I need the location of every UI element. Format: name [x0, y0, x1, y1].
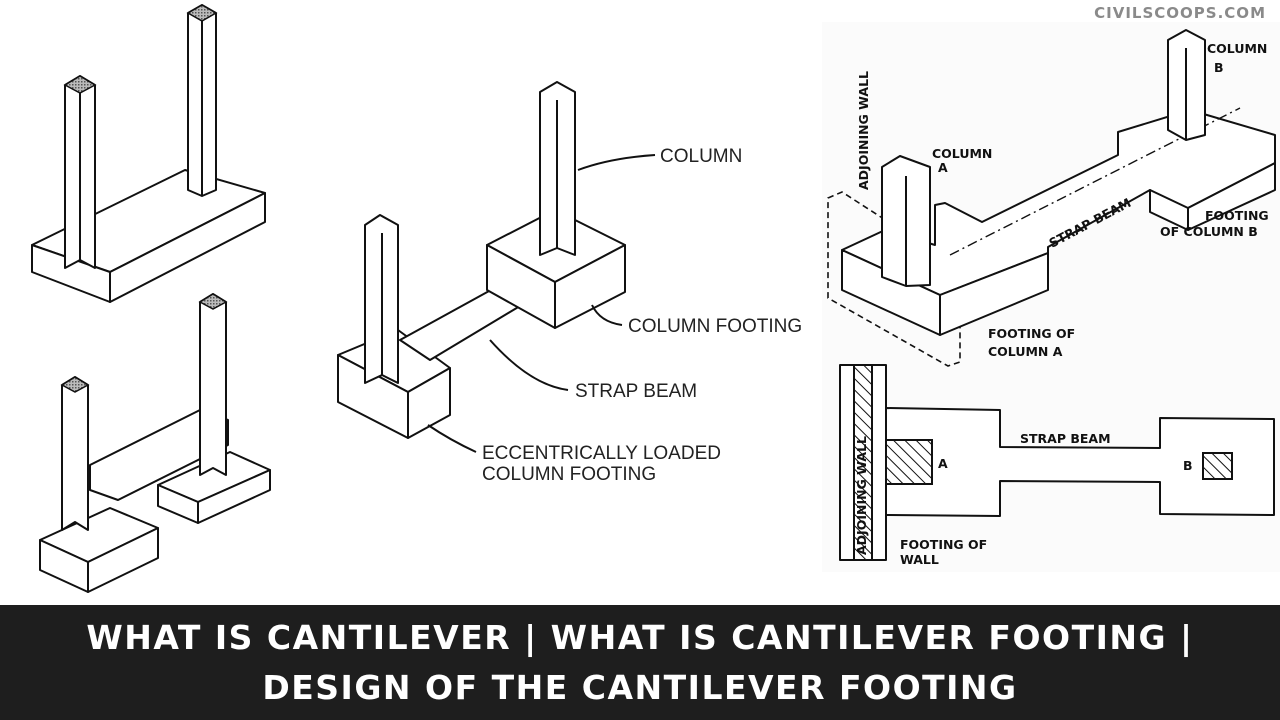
footing-illustrations: COLUMN COLUMN FOOTING STRAP BEAM ECCENTR…	[31, 4, 1276, 593]
strap-footing-drawing-left	[39, 293, 271, 593]
label-footing-a-2: COLUMN A	[988, 344, 1063, 359]
strap-footing-drawing-center: COLUMN COLUMN FOOTING STRAP BEAM ECCENTR…	[337, 81, 802, 485]
strap-footing-plan: ADJOINING WALL STRAP BEAM A B FOOTING OF…	[839, 364, 1275, 567]
combined-footing-drawing	[31, 4, 266, 303]
label-strap-beam: STRAP BEAM	[575, 381, 697, 402]
label-footing-wall-1: FOOTING OF	[900, 537, 987, 552]
title-banner: What Is Cantilever | What Is Cantilever …	[0, 605, 1280, 720]
label-footing-a-1: FOOTING OF	[988, 326, 1075, 341]
label-column-b-2: B	[1214, 60, 1224, 75]
label-strap-beam-plan: STRAP BEAM	[1020, 431, 1111, 446]
watermark: CIVILSCOOPS.COM	[1094, 4, 1266, 22]
label-a-plan: A	[938, 456, 948, 471]
strap-footing-isometric: ADJOINING WALL COLUMN A COLUMN B STRAP B…	[827, 29, 1276, 367]
label-column: COLUMN	[660, 146, 742, 167]
label-eccentric-line1: ECCENTRICALLY LOADED	[482, 443, 721, 464]
label-column-a-2: A	[938, 160, 948, 175]
page-title: What Is Cantilever | What Is Cantilever …	[86, 617, 1194, 707]
label-footing-b-2: OF COLUMN B	[1160, 224, 1258, 239]
label-eccentric-line2: COLUMN FOOTING	[482, 464, 656, 485]
label-column-b-1: COLUMN	[1207, 41, 1267, 56]
label-b-plan: B	[1183, 458, 1193, 473]
label-column-a-1: COLUMN	[932, 146, 992, 161]
label-column-footing: COLUMN FOOTING	[628, 316, 802, 337]
label-adjoining-wall-plan: ADJOINING WALL	[854, 436, 869, 555]
label-footing-wall-2: WALL	[900, 552, 939, 567]
label-adjoining-wall-iso: ADJOINING WALL	[856, 71, 871, 190]
label-footing-b-1: FOOTING	[1205, 208, 1269, 223]
